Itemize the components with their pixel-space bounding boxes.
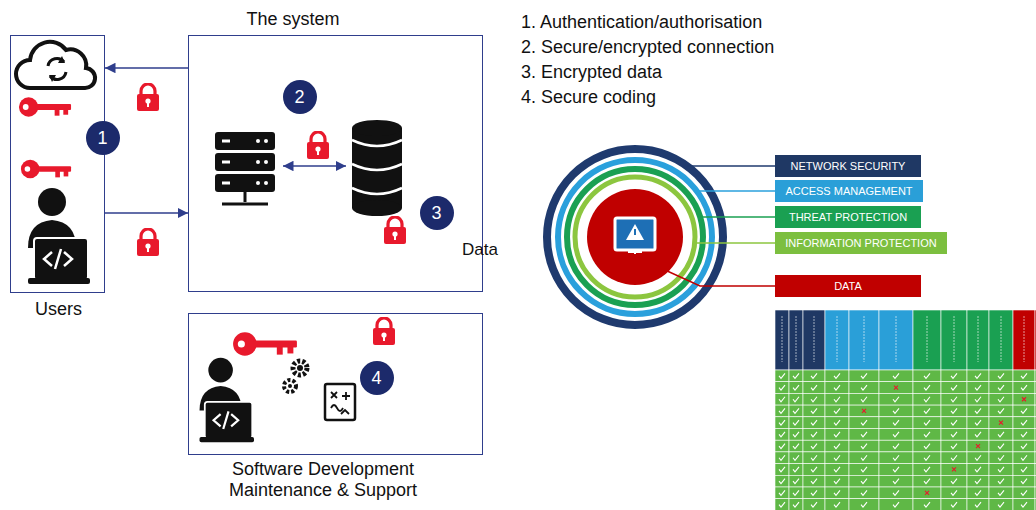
security-band: DATA (775, 275, 921, 297)
band-label: THREAT PROTECTION (783, 212, 913, 223)
matrix-thumbnail (775, 310, 1036, 510)
key-icon (21, 160, 71, 179)
callout-number-text: 1 (97, 129, 107, 147)
developer-icon (200, 358, 254, 442)
callout-number: 3 (420, 196, 454, 230)
security-rings (547, 149, 723, 325)
box-heading: The system (193, 9, 393, 30)
leader-lines (665, 166, 775, 286)
callout-number: 1 (86, 121, 120, 155)
lock-icon (137, 84, 159, 111)
cloud-icon (16, 42, 95, 88)
band-label: INFORMATION PROTECTION (779, 238, 942, 249)
list-item: 2. Secure/encrypted connection (521, 37, 774, 58)
key-icon (19, 97, 71, 116)
database-icon (352, 120, 402, 216)
list-item: 1. Authentication/authorisation (521, 12, 762, 33)
system-box: The system23 (188, 35, 483, 292)
callout-number: 4 (360, 361, 394, 395)
security-band: INFORMATION PROTECTION (775, 232, 947, 254)
callout-number-text: 4 (371, 369, 381, 387)
lock-icon (137, 229, 159, 256)
gears-icon (284, 361, 307, 392)
security-band: THREAT PROTECTION (775, 206, 921, 228)
list-item: 3. Encrypted data (521, 62, 662, 83)
band-label: DATA (828, 281, 868, 292)
flow-arrow (105, 67, 188, 69)
server-icon (215, 132, 275, 204)
key-icon (233, 332, 297, 356)
band-label: NETWORK SECURITY (785, 161, 912, 172)
list-item: 4. Secure coding (521, 87, 656, 108)
function-icon (325, 384, 355, 420)
flow-arrow (105, 212, 188, 214)
system-box: Users1 (10, 35, 105, 293)
security-band: NETWORK SECURITY (775, 155, 921, 177)
security-band: ACCESS MANAGEMENT (775, 180, 923, 202)
lock-icon (307, 132, 329, 159)
lock-icon (373, 318, 395, 345)
band-label: ACCESS MANAGEMENT (779, 186, 918, 197)
box-heading: Software Development Maintenance & Suppo… (208, 459, 438, 500)
callout-number: 2 (283, 80, 317, 114)
lock-icon (384, 217, 406, 244)
box-heading: Users (1, 299, 116, 320)
developer-icon (28, 188, 90, 284)
callout-number-text: 2 (294, 88, 304, 106)
link-arrow (283, 165, 346, 167)
callout-number-text: 3 (431, 204, 441, 222)
store-label: Data (462, 240, 498, 260)
system-box: Software Development Maintenance & Suppo… (188, 313, 483, 455)
